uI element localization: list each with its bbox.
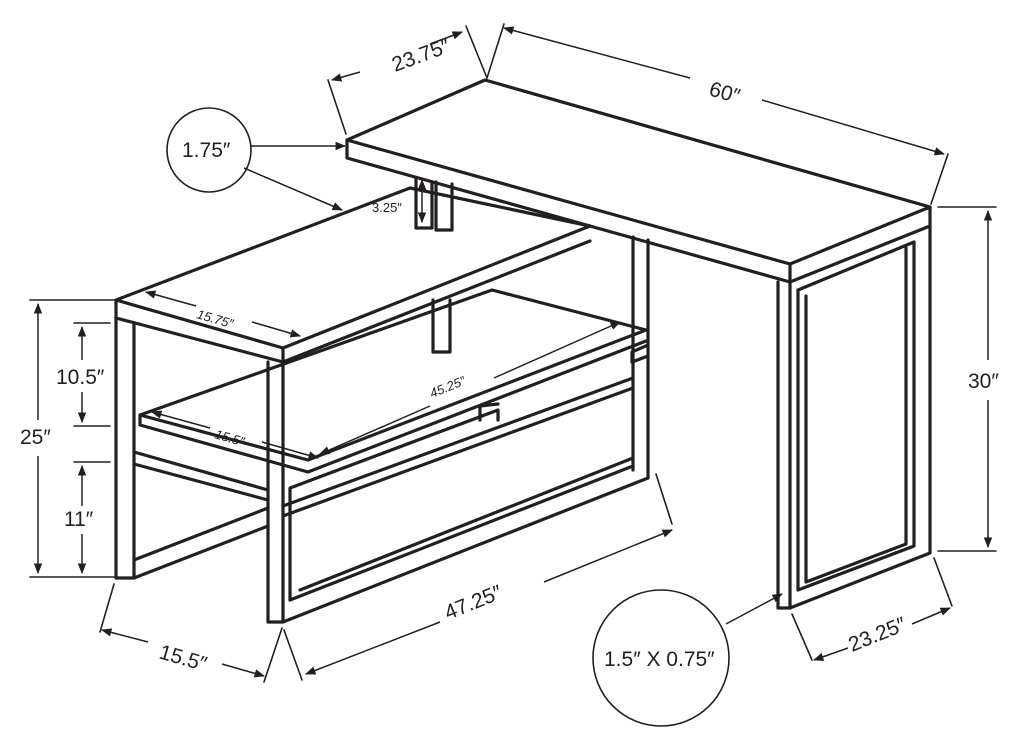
label-lower-height: 11″	[64, 508, 94, 531]
label-tube-size: 1.5″ X 0.75″	[604, 648, 715, 671]
desk-drawing	[114, 78, 932, 624]
label-total-height: 25″	[20, 426, 51, 449]
dimension-lines	[29, 23, 997, 727]
label-return-base-depth: 15.5″	[157, 641, 210, 677]
label-top-thickness: 1.75″	[182, 139, 231, 162]
label-desk-height: 30″	[968, 370, 999, 393]
return-shelf	[138, 288, 648, 462]
return-top	[114, 186, 592, 350]
label-upper-height: 10.5″	[56, 366, 105, 389]
label-return-length: 47.25″	[441, 581, 506, 625]
front-rail-frame	[281, 376, 650, 624]
label-shelf-length: 45.25″	[428, 373, 468, 401]
dimension-labels: 23.75″ 60″ 1.75″ 3.25″ 15.75″ 45.25″ 15.…	[20, 34, 999, 676]
right-leg-frame	[776, 224, 932, 610]
front-leg	[266, 360, 285, 624]
apron-post	[414, 176, 434, 230]
label-top-depth: 23.75″	[389, 34, 454, 76]
label-apron: 3.25″	[372, 200, 402, 215]
main-desktop	[345, 78, 932, 266]
label-leg-depth: 23.25″	[845, 613, 910, 657]
left-end-frame	[114, 316, 270, 580]
label-top-width: 60″	[707, 78, 743, 109]
